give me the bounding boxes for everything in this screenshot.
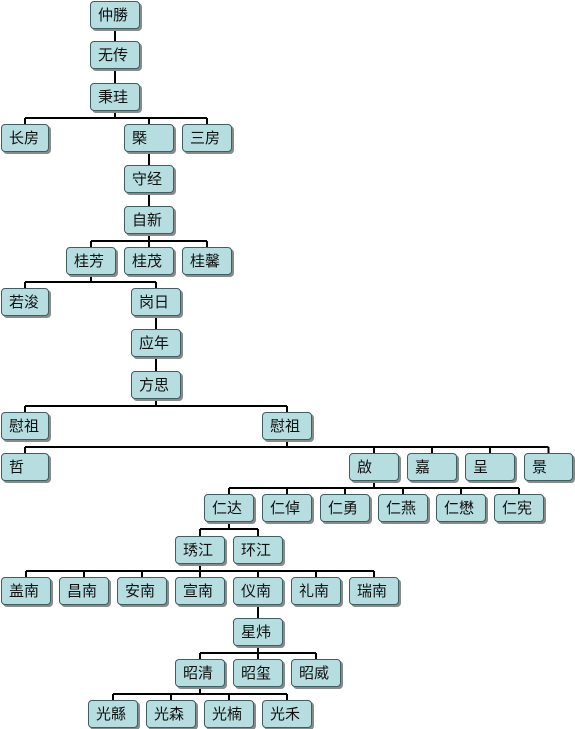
- node-n12: 若浚: [1, 288, 49, 316]
- node-n33: 安南: [117, 577, 167, 605]
- node-n10: 桂茂: [124, 247, 174, 275]
- node-n4: 长房: [1, 124, 49, 152]
- node-n29: 琇江: [175, 536, 225, 564]
- node-n38: 星炜: [233, 618, 283, 646]
- node-n20: 嘉: [407, 453, 457, 481]
- node-n42: 光緜: [88, 700, 138, 728]
- node-n14: 应年: [131, 329, 181, 357]
- node-n36: 礼南: [291, 577, 341, 605]
- node-n24: 仁倬: [262, 494, 312, 522]
- node-n19: 啟: [349, 453, 399, 481]
- node-n16: 慰祖: [1, 412, 49, 440]
- node-n43: 光森: [146, 700, 196, 728]
- node-n37: 瑞南: [349, 577, 399, 605]
- node-n28: 仁宪: [494, 494, 544, 522]
- node-n26: 仁燕: [378, 494, 428, 522]
- node-n23: 仁达: [204, 494, 254, 522]
- node-n31: 盖南: [1, 577, 51, 605]
- node-n18: 哲: [1, 453, 49, 481]
- node-n44: 光楠: [204, 700, 254, 728]
- node-n34: 宣南: [175, 577, 225, 605]
- node-n7: 守经: [124, 165, 174, 193]
- node-n30: 环江: [233, 536, 283, 564]
- node-n13: 岗日: [131, 288, 181, 316]
- node-n35: 仪南: [233, 577, 283, 605]
- node-n45: 光禾: [262, 700, 312, 728]
- node-n32: 昌南: [59, 577, 109, 605]
- node-n15: 方思: [131, 371, 181, 399]
- node-n25: 仁勇: [320, 494, 370, 522]
- node-n40: 昭玺: [233, 659, 283, 687]
- node-n39: 昭清: [175, 659, 225, 687]
- node-n27: 仁懋: [436, 494, 486, 522]
- node-n8: 自新: [124, 206, 174, 234]
- node-n17: 慰祖: [262, 412, 312, 440]
- node-n41: 昭威: [291, 659, 341, 687]
- node-n22: 景: [524, 453, 573, 481]
- node-n21: 呈: [465, 453, 515, 481]
- node-n2: 无传: [90, 41, 140, 69]
- node-n3: 秉珪: [90, 83, 140, 111]
- node-n9: 桂芳: [66, 247, 116, 275]
- node-n11: 桂馨: [182, 247, 232, 275]
- node-n1: 仲勝: [90, 1, 140, 29]
- node-n5: 槩: [124, 124, 174, 152]
- node-n6: 三房: [182, 124, 232, 152]
